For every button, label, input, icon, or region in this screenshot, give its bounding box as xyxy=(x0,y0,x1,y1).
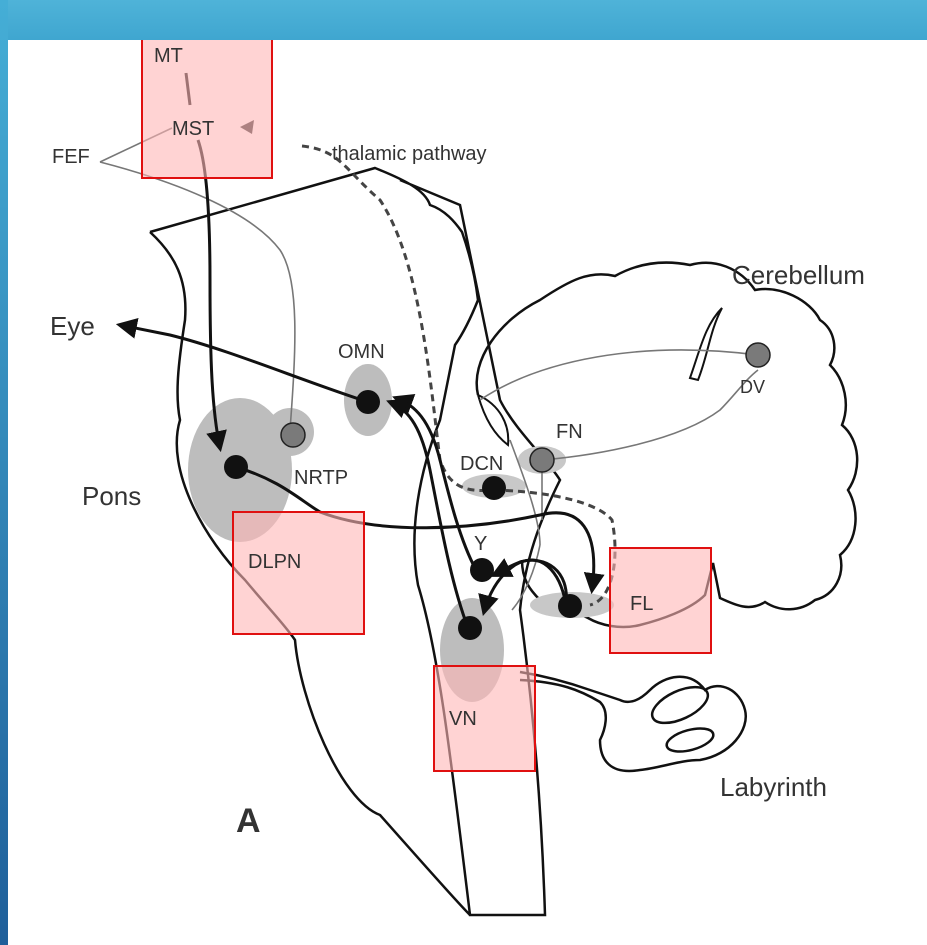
slide-top-bar xyxy=(0,0,927,40)
label-mt: MT xyxy=(154,45,183,67)
label-pons: Pons xyxy=(82,481,141,511)
label-labyrinth: Labyrinth xyxy=(720,772,827,802)
labyrinth-canal xyxy=(520,672,746,771)
slide-left-bar xyxy=(0,0,8,945)
label-cerebellum: Cerebellum xyxy=(732,260,865,290)
label-dcn: DCN xyxy=(460,453,503,475)
cerebellum-notch xyxy=(478,395,508,445)
label-y: Y xyxy=(474,533,487,555)
label-dv: DV xyxy=(740,377,765,397)
fl-nucleus xyxy=(558,594,582,618)
omn-nucleus xyxy=(356,390,380,414)
oculomotor-pathway-diagram: MT MST FEF thalamic pathway Cerebellum E… xyxy=(8,40,927,945)
y-nucleus xyxy=(470,558,494,582)
label-fn: FN xyxy=(556,421,583,443)
label-vn: VN xyxy=(449,708,477,730)
label-eye: Eye xyxy=(50,311,95,341)
dv-nucleus xyxy=(746,343,770,367)
diagram-canvas: MT MST FEF thalamic pathway Cerebellum E… xyxy=(8,40,927,945)
dcn-nucleus xyxy=(482,476,506,500)
cerebellum-fold xyxy=(690,308,722,380)
label-mst: MST xyxy=(172,118,214,140)
label-panel-a: A xyxy=(236,802,261,840)
label-fl: FL xyxy=(630,593,653,615)
highlight-box-fl xyxy=(610,548,711,653)
label-nrtp: NRTP xyxy=(294,467,348,489)
vn-nucleus xyxy=(458,616,482,640)
label-omn: OMN xyxy=(338,341,385,363)
label-thalamic-pathway: thalamic pathway xyxy=(332,143,487,165)
labyrinth-loop-lower xyxy=(664,724,716,756)
highlight-box-dlpn xyxy=(233,512,364,634)
nrtp-nucleus xyxy=(281,423,305,447)
label-fef: FEF xyxy=(52,146,90,168)
label-dlpn: DLPN xyxy=(248,551,301,573)
labyrinth-loop-upper xyxy=(647,680,713,731)
fn-nucleus xyxy=(530,448,554,472)
dlpn-nucleus xyxy=(224,455,248,479)
